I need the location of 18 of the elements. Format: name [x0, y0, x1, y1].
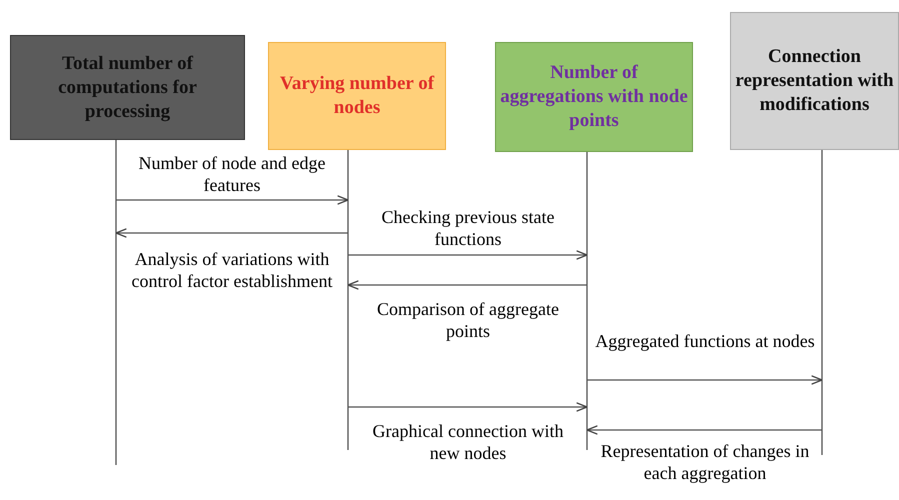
- message-arrow: [116, 195, 349, 205]
- message-arrow: [587, 375, 823, 385]
- edge-label: Representation of changes in each aggregation: [600, 440, 810, 484]
- message-arrow: [347, 280, 587, 290]
- message-arrow: [586, 425, 822, 435]
- edge-label: Aggregated functions at nodes: [595, 330, 815, 352]
- edge-label: Analysis of variations with control factor establishment: [130, 248, 334, 292]
- message-arrow: [348, 250, 588, 260]
- edge-label: Graphical connection with new nodes: [372, 420, 564, 464]
- participant-box: Varying number of nodes: [268, 42, 446, 150]
- participant-box: Number of aggregations with node points: [495, 42, 693, 152]
- edge-label: Checking previous state functions: [380, 206, 556, 250]
- participant-box: Total number of computations for processing: [10, 35, 245, 140]
- message-arrow: [115, 228, 348, 238]
- participant-box: Connection representation with modifications: [730, 12, 899, 150]
- edge-label: Number of node and edge features: [138, 152, 326, 196]
- message-arrow: [348, 402, 588, 412]
- edge-label: Comparison of aggregate points: [376, 298, 560, 342]
